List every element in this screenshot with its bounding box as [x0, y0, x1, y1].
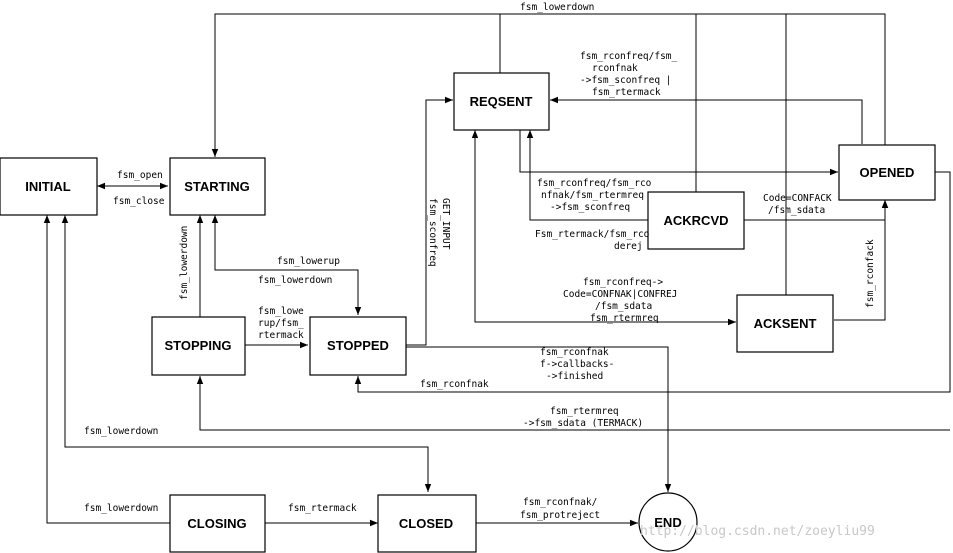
label-to-acksent-2: Code=CONFNAK|CONFREJ [563, 289, 677, 300]
label-reqsent-loop-1: fsm_rconfreq/fsm_ [580, 51, 678, 62]
label-to-acksent-1: fsm_rconfreq-> [583, 277, 663, 288]
label-to-acksent-3: /fsm_sdata [595, 301, 652, 312]
label-callbacks-1: fsm_rconfnak [540, 347, 609, 358]
label-reqsent-loop-2: rconfnak [592, 63, 638, 74]
edge-left-lowerdown [61, 215, 432, 492]
label-stopping-stopped-2: rup/fsm_ [258, 318, 304, 329]
state-acksent: ACKSENT [736, 294, 834, 353]
label-to-ackrcvd-2: nfnak/fsm_rtermreq [541, 190, 644, 201]
state-closing-label: CLOSING [187, 516, 246, 531]
label-sconfreq-1: fsm_sconfreq [427, 198, 438, 267]
label-termreq-1: fsm_rtermreq [550, 406, 619, 417]
label-termreq-2: ->fsm_sdata (TERMACK) [523, 418, 643, 429]
label-protreject-2: fsm_protreject [520, 510, 600, 521]
state-stopped-label: STOPPED [327, 338, 389, 353]
label-top-lowerdown: fsm_lowerdown [520, 2, 594, 13]
edge-closing-initial [43, 215, 170, 524]
label-callbacks-3: ->finished [546, 371, 603, 382]
state-initial: INITIAL [0, 157, 98, 216]
state-stopped: STOPPED [309, 316, 407, 376]
label-reqsent-loop-3: ->fsm_sconfreq | [580, 75, 672, 86]
state-acksent-label: ACKSENT [754, 316, 817, 331]
label-to-acksent-4: fsm_rtermreq [590, 313, 659, 324]
label-stopped-rconfnak: fsm_rconfnak [420, 379, 489, 390]
state-reqsent-label: REQSENT [470, 94, 533, 109]
label-callbacks-2: f->callbacks- [540, 359, 614, 370]
edge-reqsent-right [519, 130, 838, 176]
label-open: fsm_open [117, 170, 163, 181]
state-ackrcvd: ACKRCVD [647, 191, 745, 250]
edge-labels: fsm_lowerdown fsm_open fsm_close fsm_low… [84, 2, 876, 521]
state-end-label: END [654, 515, 681, 530]
edge-reqsent-acksent [471, 130, 736, 326]
label-ackrcvd-back-2: derej [614, 241, 643, 252]
label-sconfreq-2: GET_INPUT [440, 198, 451, 250]
label-protreject-1: fsm_rconfnak/ [523, 497, 597, 508]
state-closing: CLOSING [169, 494, 266, 553]
label-to-ackrcvd-3: ->fsm_sconfreq [550, 202, 630, 213]
state-end: END [638, 492, 698, 552]
label-lowerup: fsm_lowerup [277, 256, 340, 267]
state-reqsent: REQSENT [453, 72, 550, 131]
label-rconfack: fsm_rconfack [865, 239, 876, 308]
label-closing-lowerdown: fsm_lowerdown [84, 503, 158, 514]
state-opened-label: OPENED [860, 165, 915, 180]
edge-top-lowerdown [211, 13, 886, 157]
label-left-lowerdown: fsm_lowerdown [84, 426, 158, 437]
label-stopping-stopped-3: rtermack [258, 330, 304, 341]
state-starting: STARTING [169, 157, 266, 216]
state-closed-label: CLOSED [399, 516, 453, 531]
label-rtermack: fsm_rtermack [288, 503, 357, 514]
label-ackrcvd-back-1: Fsm_rtermack/fsm_rco [535, 229, 650, 240]
edge-stopped-end [406, 346, 672, 492]
state-initial-label: INITIAL [25, 179, 71, 194]
state-starting-label: STARTING [184, 179, 249, 194]
label-reqsent-loop-4: fsm_rtermack [592, 87, 661, 98]
state-stopping: STOPPING [151, 316, 246, 376]
state-ackrcvd-label: ACKRCVD [664, 213, 729, 228]
state-closed: CLOSED [377, 494, 477, 553]
label-close: fsm_close [113, 196, 165, 207]
state-opened: OPENED [838, 144, 936, 201]
label-stopping-stopped-1: fsm_lowe [258, 306, 304, 317]
edge-opened-reqsent [550, 96, 863, 144]
label-to-ackrcvd-1: fsm_rconfreq/fsm_rco [537, 178, 652, 189]
edge-acksent-opened [834, 200, 889, 321]
state-stopping-label: STOPPING [165, 338, 232, 353]
label-confack-1: Code=CONFACK [763, 193, 832, 204]
label-confack-2: /fsm_sdata [768, 205, 825, 216]
edges [43, 13, 951, 527]
watermark: http://blog.csdn.net/zoeyliu99 [640, 524, 875, 539]
label-stopping-lowerdown: fsm_lowerdown [179, 226, 190, 300]
label-starting-lowerdown: fsm_lowerdown [258, 275, 332, 286]
